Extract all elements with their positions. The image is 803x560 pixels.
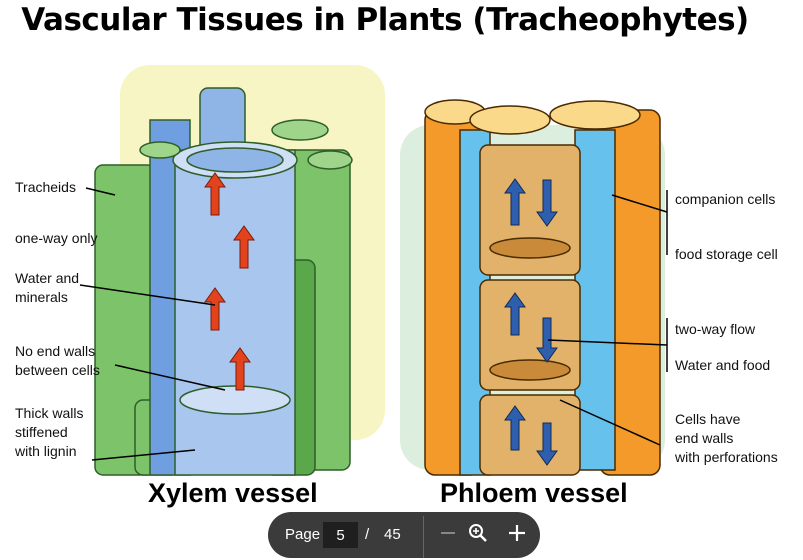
zoom-out-button[interactable] [433, 518, 463, 548]
label-water-and-food: Water and food [675, 357, 771, 373]
zoom-fit-button[interactable] [463, 518, 493, 548]
label-thick-walls: Thick walls stiffened with lignin [15, 405, 84, 459]
label-one-way-only: one-way only [15, 230, 98, 246]
label-no-end-walls: No end walls between cells [15, 343, 100, 378]
xylem-caption: Xylem vessel [148, 478, 318, 508]
total-pages: 45 [384, 526, 401, 543]
phloem-leader-lines [547, 190, 668, 446]
plus-icon [509, 525, 525, 541]
minus-icon [441, 532, 455, 534]
xylem-illustration [94, 87, 353, 476]
page-separator: / [365, 526, 370, 543]
label-companion-cells: companion cells [675, 191, 776, 207]
label-water-minerals: Water and minerals [15, 270, 80, 305]
label-two-way-flow: two-way flow [675, 321, 756, 337]
label-food-storage-cell: food storage cell [675, 246, 778, 262]
phloem-illustration [424, 99, 661, 476]
toolbar-divider [423, 516, 424, 558]
zoom-in-magnifier-icon [469, 524, 487, 542]
zoom-in-button[interactable] [502, 518, 532, 548]
slide-title: Vascular Tissues in Plants (Tracheophyte… [21, 2, 749, 38]
xylem-red-arrows [204, 172, 255, 391]
label-end-walls-perforations: Cells have end walls with perforations [675, 411, 778, 465]
phloem-blue-arrows [504, 178, 558, 466]
phloem-caption: Phloem vessel [440, 478, 628, 508]
label-tracheids: Tracheids [15, 179, 76, 195]
pdf-page-toolbar: Page / 45 [268, 512, 540, 558]
page-label: Page [285, 526, 321, 543]
xylem-leader-lines [79, 187, 226, 461]
page-number-input[interactable] [323, 522, 358, 548]
